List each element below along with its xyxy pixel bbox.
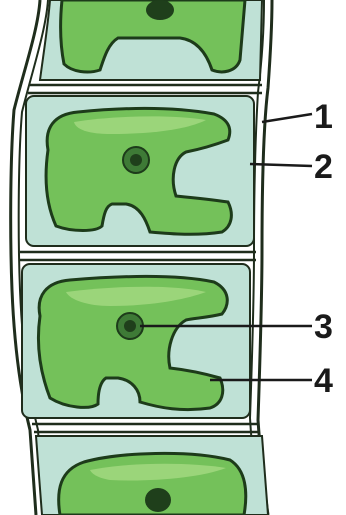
leader-line-1 (262, 114, 312, 122)
cell-top (40, 0, 262, 80)
cell-2 (22, 264, 250, 418)
cell-1 (26, 96, 254, 246)
septum-3 (32, 424, 260, 432)
cell-2-nucleolus (124, 320, 136, 332)
callout-label-2: 2 (314, 148, 333, 186)
cell-bottom-nucleus (145, 488, 171, 512)
leader-line-2 (250, 164, 312, 166)
cell-bottom (36, 436, 268, 515)
septum-1 (28, 85, 262, 93)
callout-labels: 1 2 3 4 (314, 98, 333, 400)
callout-label-4: 4 (314, 362, 333, 400)
cell-1-nucleolus (130, 154, 142, 166)
callout-label-1: 1 (314, 98, 333, 136)
septum-2 (20, 252, 256, 260)
callout-label-3: 3 (314, 308, 333, 346)
cell-top-nucleus (146, 0, 174, 20)
